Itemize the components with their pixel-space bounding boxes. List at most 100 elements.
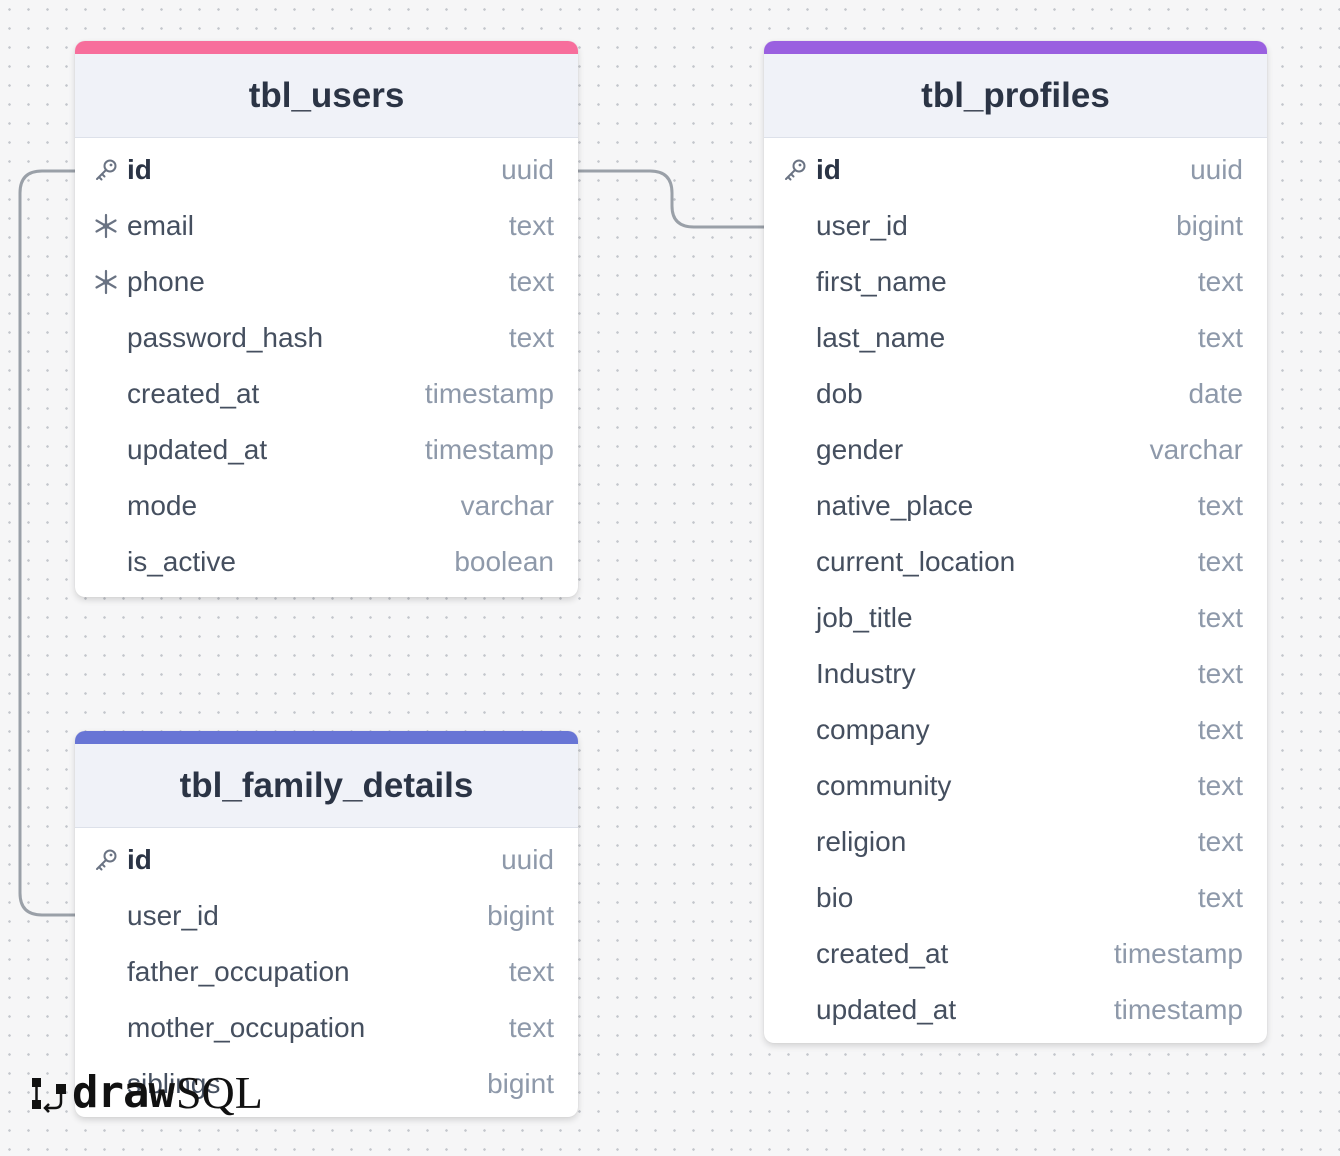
- column-row-updated_at[interactable]: updated_at timestamp: [764, 982, 1267, 1038]
- column-name: mode: [127, 490, 198, 521]
- column-type: timestamp: [424, 378, 554, 409]
- column-type: text: [1197, 322, 1243, 353]
- drawsql-logo-icon: [32, 1077, 66, 1113]
- column-row-id[interactable]: id uuid: [75, 832, 578, 888]
- column-row-first_name[interactable]: first_name text: [764, 254, 1267, 310]
- column-row-mode[interactable]: mode varchar: [75, 478, 578, 534]
- column-type: text: [1197, 490, 1243, 521]
- column-name: id: [127, 154, 152, 185]
- link-users-profiles[interactable]: [578, 169, 764, 229]
- column-name: is_active: [127, 546, 236, 577]
- column-row-created_at[interactable]: created_at timestamp: [75, 366, 578, 422]
- column-type: uuid: [1190, 154, 1243, 185]
- key-icon: [782, 157, 816, 183]
- column-row-job_title[interactable]: job_title text: [764, 590, 1267, 646]
- column-row-user_id[interactable]: user_id bigint: [75, 888, 578, 944]
- column-name: company: [816, 714, 930, 745]
- column-name: user_id: [816, 210, 908, 241]
- column-name: password_hash: [127, 322, 324, 353]
- column-type: boolean: [454, 546, 554, 577]
- column-type: varchar: [460, 490, 554, 521]
- key-icon: [93, 847, 127, 873]
- column-row-father_occupation[interactable]: father_occupation text: [75, 944, 578, 1000]
- column-row-last_name[interactable]: last_name text: [764, 310, 1267, 366]
- table-title: tbl_family_details: [75, 744, 578, 828]
- table-title: tbl_profiles: [764, 54, 1267, 138]
- column-type: text: [1197, 658, 1243, 689]
- key-icon: [93, 157, 127, 183]
- column-type: text: [1197, 826, 1243, 857]
- column-type: text: [1197, 266, 1243, 297]
- logo-text-sql: SQL: [175, 1067, 263, 1118]
- link-users-family[interactable]: [18, 169, 75, 917]
- column-type: timestamp: [1113, 994, 1243, 1025]
- column-name: created_at: [127, 378, 260, 409]
- column-type: text: [508, 322, 554, 353]
- column-type: bigint: [487, 900, 554, 931]
- table-color-bar: [75, 41, 578, 54]
- column-name: email: [127, 210, 194, 241]
- column-name: Industry: [816, 658, 916, 689]
- logo-text-draw: draw: [72, 1067, 175, 1118]
- column-type: bigint: [1176, 210, 1243, 241]
- column-row-phone[interactable]: phone text: [75, 254, 578, 310]
- column-row-native_place[interactable]: native_place text: [764, 478, 1267, 534]
- column-row-user_id[interactable]: user_id bigint: [764, 198, 1267, 254]
- column-row-created_at[interactable]: created_at timestamp: [764, 926, 1267, 982]
- table-color-bar: [764, 41, 1267, 54]
- column-row-gender[interactable]: gender varchar: [764, 422, 1267, 478]
- column-name: user_id: [127, 900, 219, 931]
- column-name: phone: [127, 266, 205, 297]
- column-name: father_occupation: [127, 956, 350, 987]
- column-name: first_name: [816, 266, 947, 297]
- column-type: uuid: [501, 154, 554, 185]
- table-color-bar: [75, 731, 578, 744]
- column-type: text: [508, 956, 554, 987]
- column-type: text: [1197, 602, 1243, 633]
- column-name: bio: [816, 882, 854, 913]
- column-row-industry[interactable]: Industry text: [764, 646, 1267, 702]
- column-type: date: [1188, 378, 1244, 409]
- column-type: text: [1197, 546, 1243, 577]
- column-name: gender: [816, 434, 904, 465]
- column-name: id: [127, 844, 152, 875]
- column-row-siblings[interactable]: siblings bigint: [75, 1056, 578, 1112]
- column-type: text: [508, 266, 554, 297]
- column-row-id[interactable]: id uuid: [75, 142, 578, 198]
- column-row-religion[interactable]: religion text: [764, 814, 1267, 870]
- column-row-is_active[interactable]: is_active boolean: [75, 534, 578, 590]
- column-row-company[interactable]: company text: [764, 702, 1267, 758]
- column-name: community: [816, 770, 952, 801]
- table-title: tbl_users: [75, 54, 578, 138]
- column-name: updated_at: [816, 994, 957, 1025]
- column-name: created_at: [816, 938, 949, 969]
- column-type: uuid: [501, 844, 554, 875]
- column-name: siblings: [127, 1068, 221, 1099]
- column-type: text: [1197, 714, 1243, 745]
- column-type: bigint: [487, 1068, 554, 1099]
- column-name: job_title: [816, 602, 913, 633]
- column-name: last_name: [816, 322, 946, 353]
- column-type: timestamp: [1113, 938, 1243, 969]
- snowflake-icon: [93, 213, 127, 239]
- column-name: religion: [816, 826, 907, 857]
- column-row-password_hash[interactable]: password_hash text: [75, 310, 578, 366]
- column-name: native_place: [816, 490, 974, 521]
- column-type: varchar: [1149, 434, 1243, 465]
